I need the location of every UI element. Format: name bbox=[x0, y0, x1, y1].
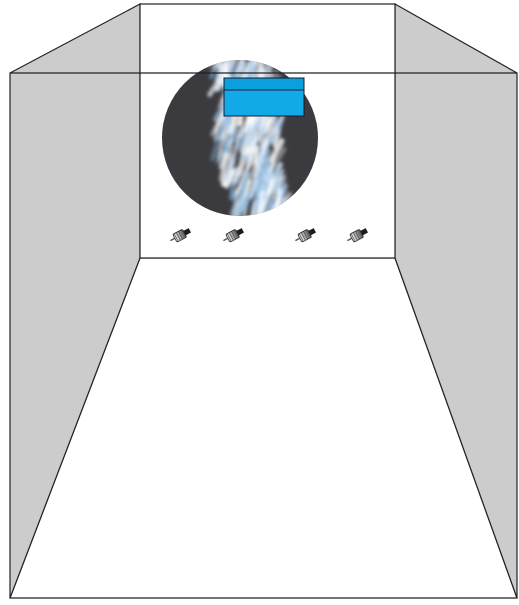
mist-stroke bbox=[217, 132, 226, 159]
mist-stroke bbox=[227, 60, 237, 76]
mist-stroke bbox=[220, 60, 232, 71]
block-top-face bbox=[223, 77, 305, 91]
mist-core-stroke bbox=[255, 140, 268, 167]
mist-stroke bbox=[244, 173, 256, 199]
mist-stroke bbox=[268, 138, 285, 163]
mist-stroke bbox=[222, 117, 231, 146]
mist-stroke bbox=[273, 124, 279, 151]
mist-core-stroke bbox=[264, 162, 270, 184]
blue-block bbox=[223, 77, 305, 117]
mist-core-stroke bbox=[249, 165, 261, 200]
mist-stroke bbox=[218, 152, 229, 170]
mist-stroke bbox=[268, 146, 287, 174]
mist-core-stroke bbox=[269, 170, 274, 189]
mist-stroke bbox=[212, 60, 227, 71]
mist-stroke bbox=[239, 136, 251, 155]
mist-stroke bbox=[210, 130, 224, 162]
mist-stroke bbox=[224, 169, 235, 189]
mist-core-stroke bbox=[253, 146, 258, 165]
mist-core-stroke bbox=[256, 190, 265, 216]
block-front-face bbox=[223, 89, 305, 117]
mist-core-stroke bbox=[260, 146, 270, 177]
mist-stroke bbox=[231, 192, 238, 216]
mist-core-stroke bbox=[259, 121, 267, 153]
mist-stroke bbox=[271, 174, 280, 195]
mist-stroke bbox=[224, 60, 238, 72]
nozzle-row bbox=[170, 228, 369, 243]
nozzle-icon bbox=[347, 228, 369, 243]
nozzle-icon bbox=[295, 228, 317, 243]
mist-stroke bbox=[239, 120, 244, 133]
mist-stroke bbox=[227, 138, 234, 160]
mist-stroke bbox=[233, 193, 244, 216]
nozzle-icon bbox=[223, 228, 245, 243]
mist-core-stroke bbox=[253, 177, 263, 212]
mist-stroke bbox=[272, 173, 287, 200]
mist-stroke bbox=[229, 178, 237, 201]
mist-core-stroke bbox=[262, 167, 274, 201]
nozzle-icon bbox=[170, 228, 192, 243]
mist-stroke bbox=[230, 128, 239, 143]
mist-stroke bbox=[239, 177, 245, 196]
mist-core-stroke bbox=[247, 116, 265, 147]
mist-core-stroke bbox=[242, 123, 252, 146]
mist-stroke bbox=[217, 60, 222, 76]
mist-core-stroke bbox=[249, 128, 262, 155]
